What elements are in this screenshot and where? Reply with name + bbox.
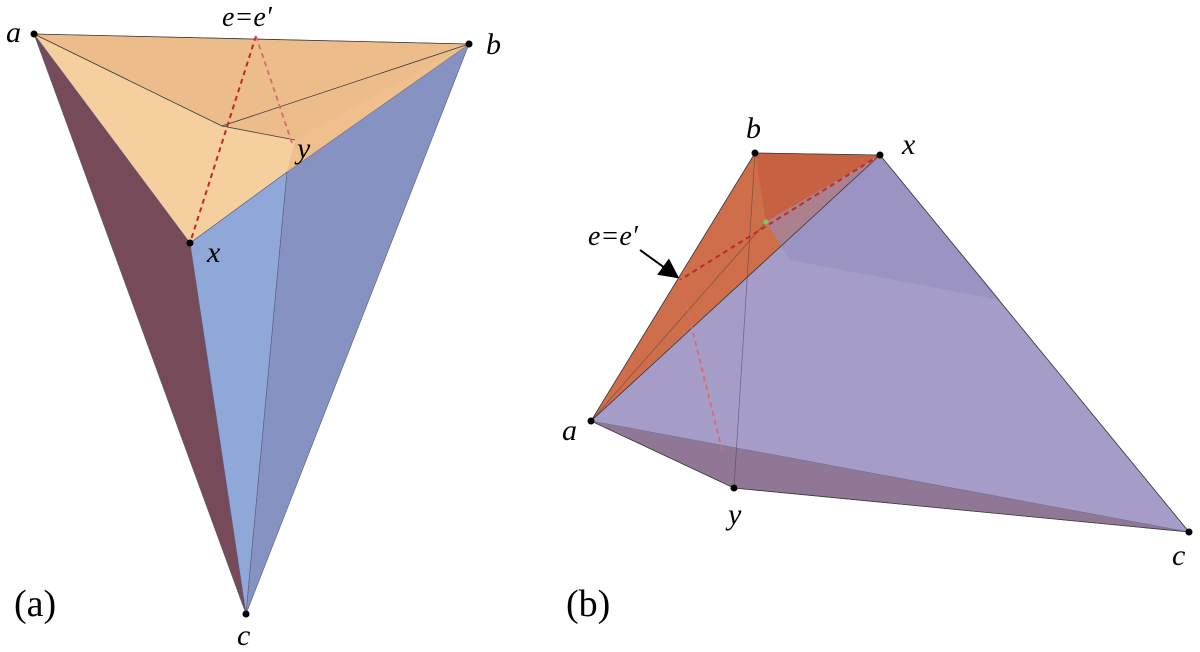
label-c: c [1172,539,1185,572]
vertex-b [751,149,759,157]
edge-ay [590,420,735,489]
label-y: y [725,498,742,531]
inner-edge [221,43,470,127]
inner-edge [590,221,767,422]
vertex-c [242,610,250,618]
edge-e-dashed [189,35,257,244]
label-y: y [294,132,311,165]
vertex-x [186,239,194,247]
edge-e-prime-dashed [679,279,723,451]
face-top-back [34,34,469,140]
panel-b: a b c x y e=e′ (b) [562,112,1193,625]
inner-edge [221,125,296,141]
edge-e-dashed [679,154,881,281]
inner-edge [33,33,223,127]
face-bx-dark [755,153,880,222]
edge-pointer-arrow [639,249,680,279]
panel-a: a b c x y e=e′ (a) [6,2,501,652]
edge-bx [754,152,881,156]
edge-ax [590,154,881,422]
edge-ab [33,33,470,45]
edge-e-prime-dashed [255,35,294,147]
face-top-right [287,44,469,172]
label-x: x [206,236,221,269]
vertex-x [876,151,884,159]
panel-label-b: (b) [566,583,610,625]
intersection-point [763,219,769,225]
vertex-y [730,484,738,492]
label-b: b [746,112,761,145]
label-b: b [486,28,501,61]
label-x: x [901,128,916,161]
edge-ab [590,152,756,422]
face-ay-lavender [591,421,1189,532]
label-edge-e: e=e′ [588,221,639,252]
inner-edge [733,152,756,489]
vertex-a [587,417,595,425]
label-a: a [562,414,577,447]
panel-label-a: (a) [14,583,56,625]
face-back-wedge [766,155,1000,300]
vertex-b [465,40,473,48]
vertex-c [1185,528,1193,536]
edge-xc [879,154,1190,533]
label-edge-e: e=e′ [222,2,273,33]
label-a: a [6,16,21,49]
label-c: c [237,619,250,652]
edge-yc [733,487,1190,533]
vertex-a [30,30,38,38]
